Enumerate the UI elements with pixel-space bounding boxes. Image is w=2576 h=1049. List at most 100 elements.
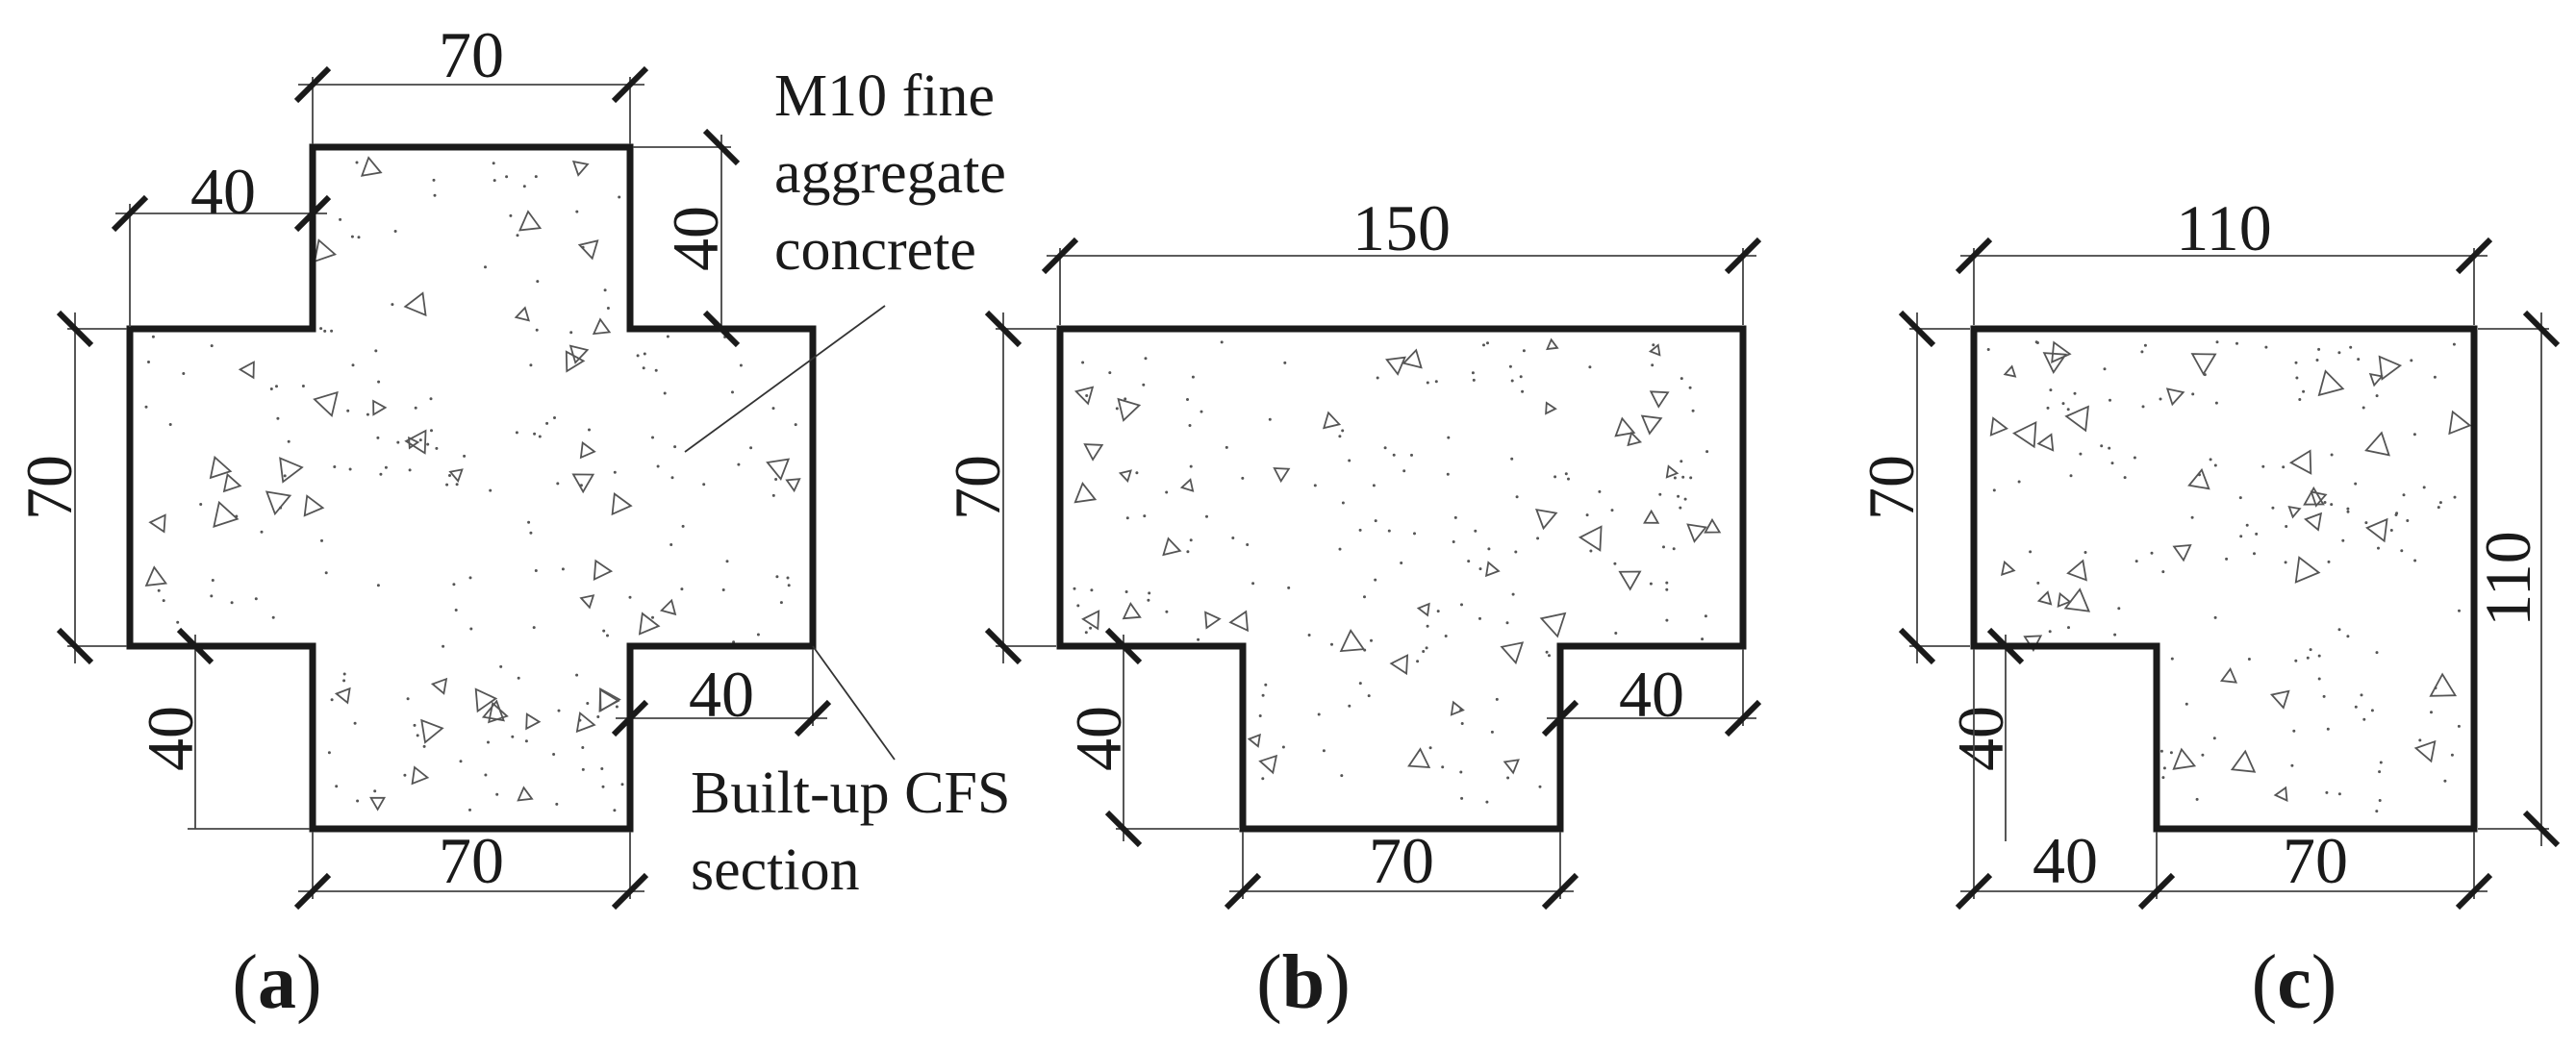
- aggregate-mark: [2172, 747, 2197, 770]
- aggregate-dot: [1165, 610, 1169, 613]
- aggregate-mark: [2303, 486, 2325, 506]
- aggregate-dot: [2377, 546, 2380, 550]
- annotation-infill-line2: aggregate: [774, 140, 1006, 206]
- aggregate-dot: [230, 601, 234, 605]
- aggregate-dot: [1673, 476, 1677, 480]
- aggregate-dot: [557, 709, 561, 712]
- aggregate-dot: [1073, 587, 1076, 590]
- aggregate-dot: [210, 594, 214, 598]
- aggregate-dot: [1402, 469, 1406, 473]
- aggregate-mark: [571, 160, 590, 177]
- aggregate-dot: [333, 465, 337, 468]
- dim-a-bottom-width-label: 70: [439, 824, 504, 897]
- aggregate-mark: [1162, 537, 1182, 557]
- aggregate-mark: [638, 612, 661, 636]
- aggregate-dot: [2323, 501, 2327, 504]
- aggregate-dot: [2337, 792, 2341, 796]
- aggregate-mark: [1648, 343, 1661, 357]
- aggregate-dot: [1548, 654, 1551, 658]
- aggregate-dot: [534, 569, 538, 572]
- aggregate-dot: [1553, 475, 1557, 479]
- annotation-steel-line1: Built-up CFS: [691, 761, 1011, 826]
- aggregate-dot: [151, 335, 155, 338]
- aggregate-dot: [555, 802, 559, 806]
- aggregate-mark: [579, 594, 595, 610]
- aggregate-dot: [620, 783, 624, 787]
- aggregate-mark: [571, 473, 595, 494]
- aggregate-mark: [303, 494, 325, 517]
- aggregate-mark: [1083, 443, 1104, 462]
- aggregate-mark: [420, 718, 444, 744]
- aggregate-dot: [2245, 523, 2249, 527]
- aggregate-dot: [433, 193, 437, 197]
- aggregate-dot: [771, 407, 775, 411]
- aggregate-dot: [578, 718, 582, 722]
- aggregate-dot: [2402, 493, 2406, 497]
- annotation-infill: M10 fine aggregate concrete: [684, 63, 1006, 453]
- aggregate-mark: [2190, 353, 2217, 376]
- aggregate-dot: [2354, 705, 2358, 709]
- aggregate-dot: [2438, 501, 2442, 505]
- aggregate-dot: [1090, 588, 1094, 592]
- aggregate-dot: [211, 579, 215, 582]
- aggregate-dot: [1340, 774, 1344, 778]
- aggregate-mark: [611, 491, 633, 516]
- aggregate-mark: [1503, 759, 1520, 775]
- aggregate-mark: [238, 361, 255, 380]
- aggregate-dot: [786, 576, 790, 580]
- dim-b-bottom-width: 70: [1224, 824, 1579, 911]
- aggregate-dot: [2061, 402, 2065, 406]
- aggregate-dot: [1508, 364, 1512, 368]
- aggregate-dot: [1522, 349, 1526, 353]
- aggregate-dot: [1268, 417, 1272, 421]
- aggregate-dot: [1515, 495, 1519, 499]
- aggregate-dot: [1426, 624, 1429, 628]
- aggregate-dot: [1147, 598, 1150, 602]
- aggregate-mark: [518, 210, 543, 232]
- aggregate-dot: [1679, 506, 1682, 510]
- aggregate-dot: [1426, 381, 1429, 385]
- aggregate-dot: [669, 543, 673, 546]
- aggregate-dot: [1452, 540, 1455, 543]
- section-b-letter: b: [1282, 940, 1326, 1025]
- aggregate-dot: [2434, 687, 2437, 689]
- aggregate-dot: [2271, 506, 2275, 510]
- aggregate-dot: [492, 179, 496, 183]
- aggregate-dot: [524, 739, 528, 743]
- aggregate-dot: [1348, 704, 1351, 708]
- aggregate-dot: [2169, 751, 2173, 755]
- aggregate-dot: [2453, 495, 2457, 499]
- aggregate-dot: [787, 584, 791, 587]
- aggregate-dot: [1459, 770, 1463, 774]
- aggregate-dot: [1143, 514, 1147, 518]
- aggregate-dot: [1679, 460, 1683, 463]
- aggregate-dot: [2317, 654, 2321, 658]
- dim-a-left-height: 70: [13, 310, 127, 665]
- aggregate-mark: [1339, 629, 1366, 653]
- aggregate-dot: [527, 520, 531, 524]
- aggregate-mark: [279, 457, 304, 484]
- aggregate-dot: [2253, 552, 2256, 556]
- aggregate-dot: [2458, 609, 2461, 612]
- aggregate-dot: [2346, 635, 2350, 638]
- aggregate-mark: [577, 239, 599, 261]
- aggregate-mark: [1546, 337, 1559, 351]
- aggregate-dot: [2284, 561, 2287, 564]
- aggregate-dot: [2337, 351, 2341, 355]
- aggregate-dot: [301, 385, 305, 387]
- aggregate-dot: [469, 627, 473, 631]
- aggregate-dot: [335, 785, 339, 788]
- aggregate-dot: [1189, 538, 1193, 542]
- aggregate-dot: [1510, 457, 1514, 461]
- aggregate-dot: [1124, 397, 1127, 401]
- aggregate-dot: [1567, 477, 1570, 481]
- aggregate-dot: [1363, 595, 1366, 599]
- aggregate-dot: [1588, 365, 1592, 369]
- aggregate-dot: [673, 445, 677, 449]
- aggregate-mark: [1122, 602, 1142, 620]
- aggregate-dot: [1348, 459, 1351, 462]
- aggregate-mark: [575, 712, 596, 734]
- aggregate-dot: [2123, 476, 2127, 480]
- aggregate-dot: [2418, 738, 2422, 742]
